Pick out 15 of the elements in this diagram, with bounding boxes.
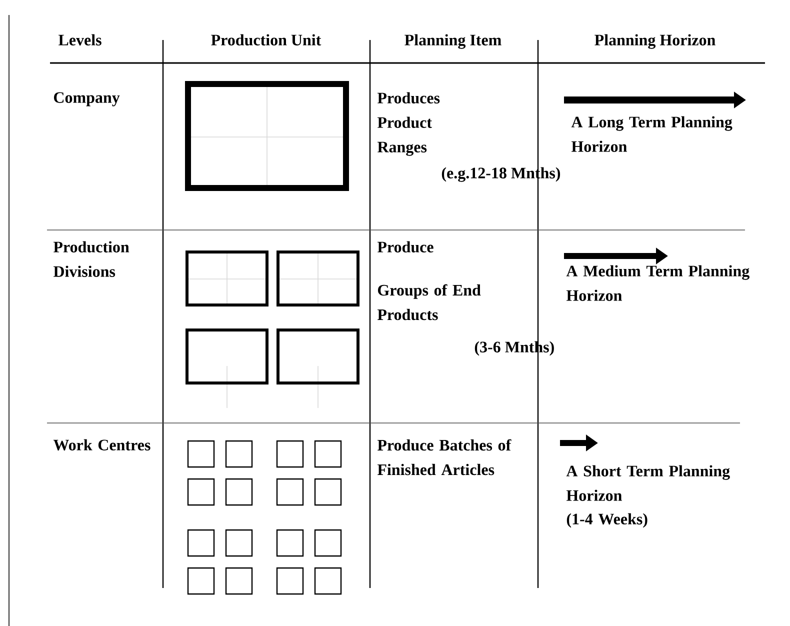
cell-text: Groups of End Products — [377, 284, 481, 320]
column-header: Production Unit — [211, 34, 322, 46]
cell-text: Work Centres — [53, 439, 150, 451]
cell-text: Produce Batches of Finished Articles — [377, 439, 512, 476]
cell-text: A Long Term Planning Horizon — [571, 116, 732, 152]
column-header: Planning Item — [404, 34, 502, 49]
cell-text: A Medium Term Planning Horizon — [566, 265, 750, 301]
column-header: Levels — [58, 34, 102, 46]
cell-text: (1-4 Weeks) — [566, 513, 648, 528]
cell-text: Produce — [377, 241, 434, 252]
cell-text: Company — [54, 92, 120, 106]
cell-text: Produces Product Ranges — [377, 92, 440, 156]
cell-text: A Short Term Planning Horizon — [566, 465, 730, 501]
column-header: Planning Horizon — [594, 34, 716, 49]
cell-text: Production Divisions — [53, 241, 130, 277]
